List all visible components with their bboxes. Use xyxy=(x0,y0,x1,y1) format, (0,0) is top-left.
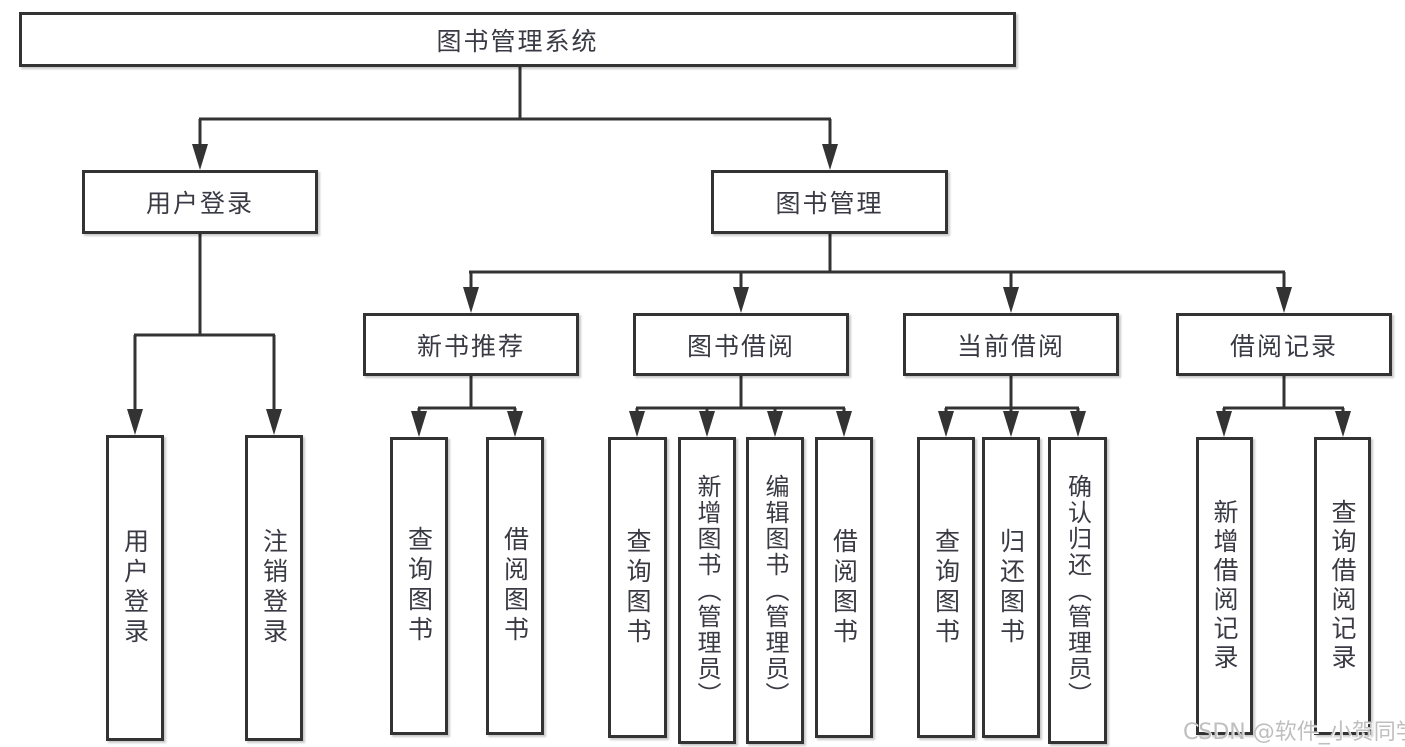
leaf-nbr-query-books-label: 查询图书 xyxy=(404,526,434,646)
csdn-watermark: CSDN @软件_小贺同学 xyxy=(1183,720,1405,745)
node-user-login-label: 用户登录 xyxy=(145,189,254,218)
leaf-bb-borrow-books-label: 借阅图书 xyxy=(829,527,859,648)
node-root-system: 图书管理系统 xyxy=(19,12,1016,67)
leaf-bb-add-books-admin: 新增图书（管理员） xyxy=(678,437,736,744)
node-new-book-recommend-label: 新书推荐 xyxy=(416,331,525,361)
node-book-borrow-label: 图书借阅 xyxy=(686,331,795,361)
node-current-borrow-label: 当前借阅 xyxy=(956,331,1065,361)
leaf-bb-borrow-books: 借阅图书 xyxy=(815,437,873,738)
leaf-nbr-borrow-books-label: 借阅图书 xyxy=(500,526,530,646)
leaf-cb-query-books: 查询图书 xyxy=(917,437,975,738)
node-user-login: 用户登录 xyxy=(82,170,318,234)
leaf-cb-return-books: 归还图书 xyxy=(982,437,1040,738)
leaf-bb-query-books-label: 查询图书 xyxy=(623,527,652,648)
node-new-book-recommend: 新书推荐 xyxy=(363,313,579,376)
leaf-br-query-record-label: 查询借阅记录 xyxy=(1328,499,1357,673)
leaf-cb-return-books-label: 归还图书 xyxy=(996,527,1026,648)
leaf-user-login-label: 用户登录 xyxy=(120,528,150,648)
leaf-logout: 注销登录 xyxy=(245,435,303,741)
leaf-bb-query-books: 查询图书 xyxy=(608,437,667,738)
leaf-br-add-record-label: 新增借阅记录 xyxy=(1210,499,1239,673)
leaf-cb-query-books-label: 查询图书 xyxy=(931,527,961,648)
leaf-bb-edit-books-admin-label: 编辑图书（管理员） xyxy=(761,473,789,708)
leaf-cb-confirm-return-admin: 确认归还（管理员） xyxy=(1048,437,1107,744)
node-root-system-label: 图书管理系统 xyxy=(436,26,599,56)
leaf-bb-add-books-admin-label: 新增图书（管理员） xyxy=(693,473,721,708)
leaf-br-query-record: 查询借阅记录 xyxy=(1314,437,1371,735)
node-book-management-label: 图书管理 xyxy=(775,189,884,218)
node-current-borrow: 当前借阅 xyxy=(903,313,1119,376)
leaf-nbr-borrow-books: 借阅图书 xyxy=(486,437,544,735)
leaf-user-login: 用户登录 xyxy=(106,435,164,741)
leaf-bb-edit-books-admin: 编辑图书（管理员） xyxy=(746,437,804,744)
leaf-br-add-record: 新增借阅记录 xyxy=(1196,437,1253,735)
node-borrow-record: 借阅记录 xyxy=(1176,313,1392,376)
leaf-cb-confirm-return-admin-label: 确认归还（管理员） xyxy=(1063,473,1092,708)
node-book-management: 图书管理 xyxy=(711,170,948,234)
leaf-logout-label: 注销登录 xyxy=(259,528,289,648)
leaf-nbr-query-books: 查询图书 xyxy=(390,437,448,735)
node-borrow-record-label: 借阅记录 xyxy=(1229,331,1338,361)
node-book-borrow: 图书借阅 xyxy=(633,313,849,376)
